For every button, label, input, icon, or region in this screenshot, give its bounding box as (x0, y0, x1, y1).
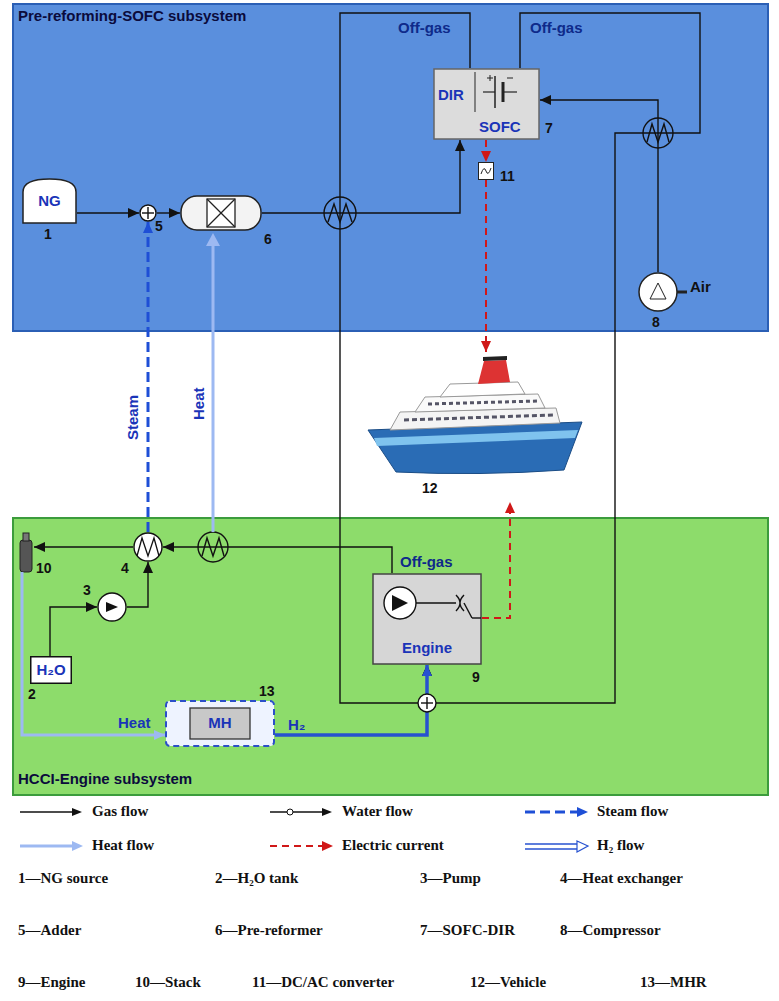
converter-box-shape (478, 162, 494, 180)
flow-label: Heat (190, 387, 207, 420)
legend-text: Heat flow (92, 837, 154, 854)
flow-label: Off-gas (398, 19, 451, 36)
adder-symbol-shape (139, 204, 157, 222)
gas-connector (427, 13, 700, 703)
metal-hydride-reactor: MH13 (165, 700, 275, 747)
vehicle-ship-shape (360, 352, 590, 502)
gas-connector (262, 140, 460, 213)
key-entry: 9—Engine (18, 974, 86, 991)
key-entry: 7—SOFC-DIR (420, 922, 515, 939)
water-connector (127, 562, 148, 607)
heat-exchanger: 4 (133, 532, 163, 562)
callout-number: 3 (83, 582, 91, 598)
callout-number: 11 (500, 168, 515, 184)
key-entry: 3—Pump (420, 870, 481, 887)
adder-symbol (418, 694, 436, 712)
legend-text: Gas flow (92, 803, 148, 820)
legend-text: Steam flow (597, 803, 668, 820)
key-entry: 8—Compressor (560, 922, 661, 939)
callout-number: 2 (28, 686, 36, 702)
callout-number: 10 (36, 560, 52, 576)
key-entry: 1—NG source (18, 870, 108, 887)
compressor: Air8 (638, 272, 678, 312)
callout-number: 9 (472, 669, 480, 685)
subsystem-title: HCCI-Engine subsystem (18, 770, 192, 787)
node-label: Engine (402, 639, 452, 656)
pre-reformer: 6 (180, 195, 262, 231)
node-label: H₂O (36, 661, 65, 678)
stack-chimney-shape (18, 532, 34, 572)
node-label: MH (208, 714, 231, 731)
key-entry: 4—Heat exchanger (560, 870, 683, 887)
heat-flow-line (206, 233, 220, 532)
callout-number: 13 (259, 683, 275, 699)
legend-text: Water flow (342, 803, 413, 820)
callout-number: 4 (121, 560, 129, 576)
gas-tank: NG1 (22, 178, 77, 224)
sofc-stack: DIRSOFC7 (433, 68, 540, 140)
legend-text: Electric current (342, 837, 444, 854)
vehicle-ship: 12 (360, 352, 590, 502)
engine-box: Engine9 (372, 573, 482, 665)
key-entry: 6—Pre-reformer (215, 922, 323, 939)
water-connector (50, 607, 97, 656)
elec-connector (482, 502, 510, 618)
key-entry: 13—MHR (640, 974, 707, 991)
flow-label: Off-gas (530, 19, 583, 36)
converter-box: 11 (478, 162, 494, 180)
gas-connector (34, 546, 133, 547)
key-entry: 11—DC/AC converter (252, 974, 394, 991)
legend-text: H₂ flow (597, 837, 644, 854)
key-entry: 5—Adder (18, 922, 81, 939)
subsystem-band: Pre-reforming-SOFC subsystemNG156DIRSOFC… (12, 3, 769, 332)
node-label: NG (38, 192, 61, 209)
subsystem-band: HCCI-Engine subsystem1043H₂O2MH13Engine9 (12, 517, 769, 796)
callout-number: 12 (422, 480, 438, 496)
subsystem-title: Pre-reforming-SOFC subsystem (18, 7, 246, 24)
flow-label: Heat (118, 714, 151, 731)
gas-connector (77, 212, 139, 213)
gas-connector (157, 212, 180, 213)
flow-label: H₂ (288, 716, 306, 733)
key-entry: 2—H₂O tank (215, 870, 298, 887)
h2-connector (275, 665, 427, 735)
gas-connector (540, 100, 658, 272)
legend-samples (20, 807, 588, 852)
node-label: SOFC (479, 118, 521, 135)
callout-number: 1 (44, 226, 52, 242)
elec-connector (485, 140, 487, 162)
heat-exchanger-shape (133, 532, 163, 562)
gas-connector (340, 13, 470, 703)
callout-number: 6 (264, 231, 272, 247)
pump: 3 (97, 592, 127, 622)
callout-number: 5 (155, 218, 163, 234)
steam-connector (147, 222, 150, 532)
heat-exchanger-symbol (198, 118, 673, 562)
compressor-shape (638, 272, 678, 312)
key-entry: 12—Vehicle (470, 974, 546, 991)
pre-reformer-shape (180, 195, 262, 231)
key-entry: 10—Stack (135, 974, 201, 991)
water-tank: H₂O2 (30, 656, 72, 684)
node-label: DIR (438, 86, 464, 103)
flow-label: Steam (124, 395, 141, 440)
gas-connector (163, 547, 392, 573)
node-label: Air (690, 278, 711, 295)
elec-connector (485, 180, 487, 352)
heat-connector (22, 572, 165, 735)
callout-number: 7 (545, 120, 553, 136)
stack-chimney: 10 (18, 532, 34, 572)
callout-number: 8 (652, 314, 660, 330)
pump-shape (97, 592, 127, 622)
flow-label: Off-gas (400, 553, 453, 570)
adder-symbol: 5 (139, 204, 157, 222)
